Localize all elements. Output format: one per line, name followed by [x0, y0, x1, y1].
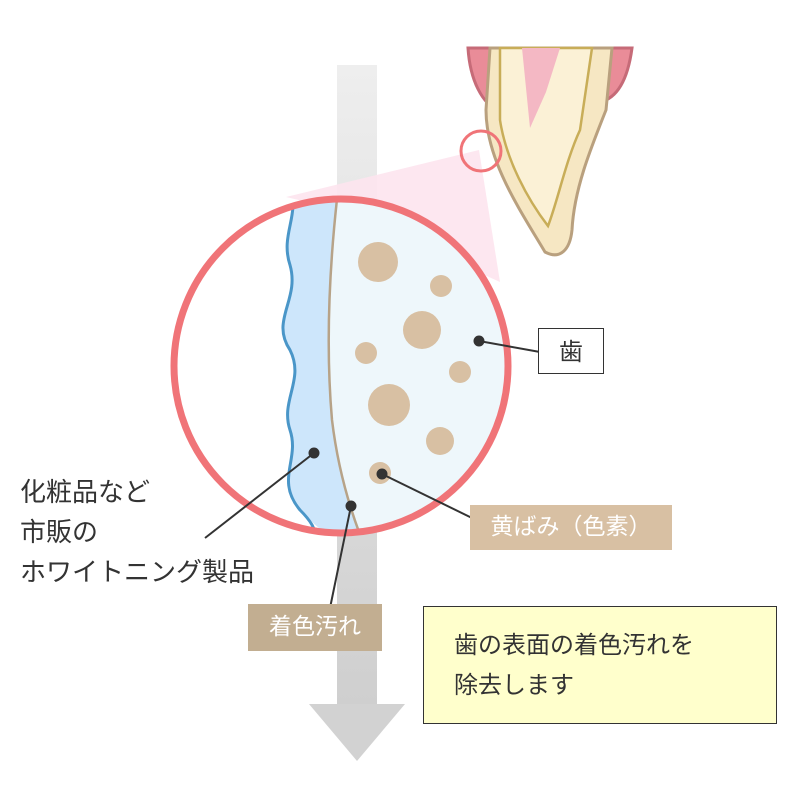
- yellowing-label: 黄ばみ（色素）: [470, 505, 672, 550]
- pigment-particle: [355, 342, 377, 364]
- note-line-1: 歯の表面の着色汚れを: [454, 631, 694, 659]
- products-line-1: 化粧品など: [20, 478, 151, 508]
- magnifier-ring: [170, 195, 512, 537]
- pigment-particle: [358, 242, 398, 282]
- whitening-products-label: 化粧品など 市販の ホワイトニング製品: [20, 473, 254, 593]
- magnified-cross-section: [170, 195, 512, 537]
- note-line-2: 除去します: [454, 671, 574, 699]
- tooth-illustration: [459, 46, 634, 257]
- pigment-particle: [368, 384, 410, 426]
- pigment-particle: [430, 275, 452, 297]
- pigment-particle: [426, 427, 454, 455]
- pigment-particles: [355, 242, 471, 484]
- products-line-2: 市販の: [20, 518, 99, 548]
- stain-label: 着色汚れ: [248, 604, 382, 651]
- products-line-3: ホワイトニング製品: [20, 558, 255, 588]
- explanation-note: 歯の表面の着色汚れを 除去します: [423, 606, 777, 724]
- leader-lines: [204, 335, 541, 609]
- pigment-particle: [449, 361, 471, 383]
- pigment-particle: [403, 311, 441, 349]
- tooth-label: 歯: [538, 328, 604, 374]
- zoom-spot-circle: [459, 129, 503, 173]
